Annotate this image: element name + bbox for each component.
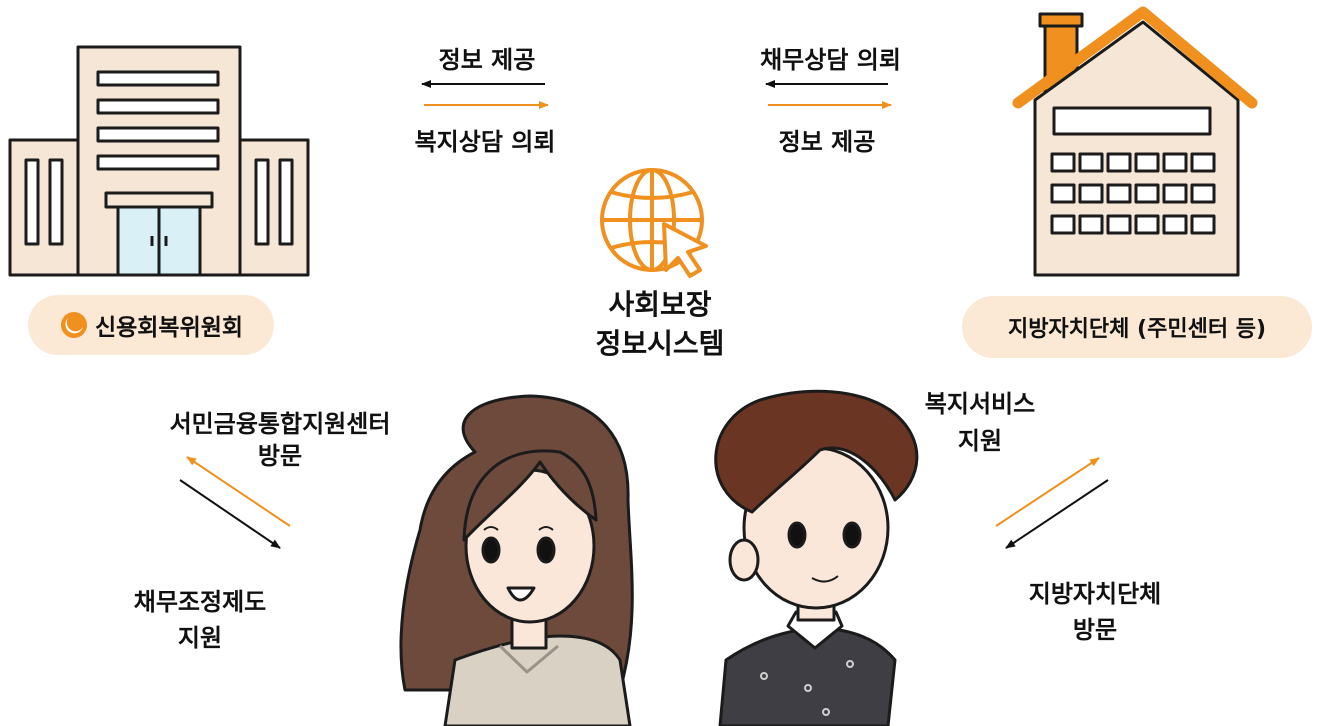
bottom-left-lower-line2: 지원 bbox=[177, 624, 223, 652]
arrow-visit-local bbox=[1005, 479, 1109, 549]
top-right-lower-label: 정보 제공 bbox=[778, 128, 876, 156]
globe-cursor-icon bbox=[600, 168, 704, 272]
bottom-right-upper-line2: 지원 bbox=[957, 427, 1003, 455]
cursor-icon bbox=[662, 222, 708, 278]
bottom-right-upper-line1: 복지서비스 bbox=[924, 390, 1036, 418]
office-building-icon bbox=[8, 45, 310, 277]
bottom-right-lower-line1: 지방자치단체 bbox=[1028, 580, 1162, 608]
right-org-badge: 지방자치단체 (주민센터 등) bbox=[962, 296, 1312, 358]
center-title-line1: 사회보장 bbox=[608, 288, 712, 321]
woman-character bbox=[399, 394, 634, 726]
left-org-label: 신용회복위원회 bbox=[94, 315, 244, 341]
man-character bbox=[714, 389, 919, 726]
arrow-debt-support bbox=[179, 479, 281, 549]
top-right-upper-label: 채무상담 의뢰 bbox=[760, 46, 901, 74]
bottom-left-upper-line2: 방문 bbox=[257, 442, 303, 470]
arrow-visit-center bbox=[186, 456, 291, 527]
right-org-label: 지방자치단체 (주민센터 등) bbox=[1007, 317, 1267, 342]
top-left-lower-label: 복지상담 의뢰 bbox=[414, 128, 556, 156]
logo-icon bbox=[60, 312, 87, 338]
center-title-line2: 정보시스템 bbox=[595, 327, 725, 360]
bottom-right-lower-line2: 방문 bbox=[1072, 616, 1118, 644]
left-org-badge: 신용회복위원회 bbox=[28, 295, 274, 355]
top-left-upper-label: 정보 제공 bbox=[438, 46, 536, 74]
arrow-welfare-support bbox=[995, 457, 1100, 527]
bottom-left-upper-line1: 서민금융통합지원센터 bbox=[169, 410, 391, 438]
government-house-icon bbox=[1012, 6, 1258, 277]
bottom-left-lower-line1: 채무조정제도 bbox=[133, 588, 267, 616]
